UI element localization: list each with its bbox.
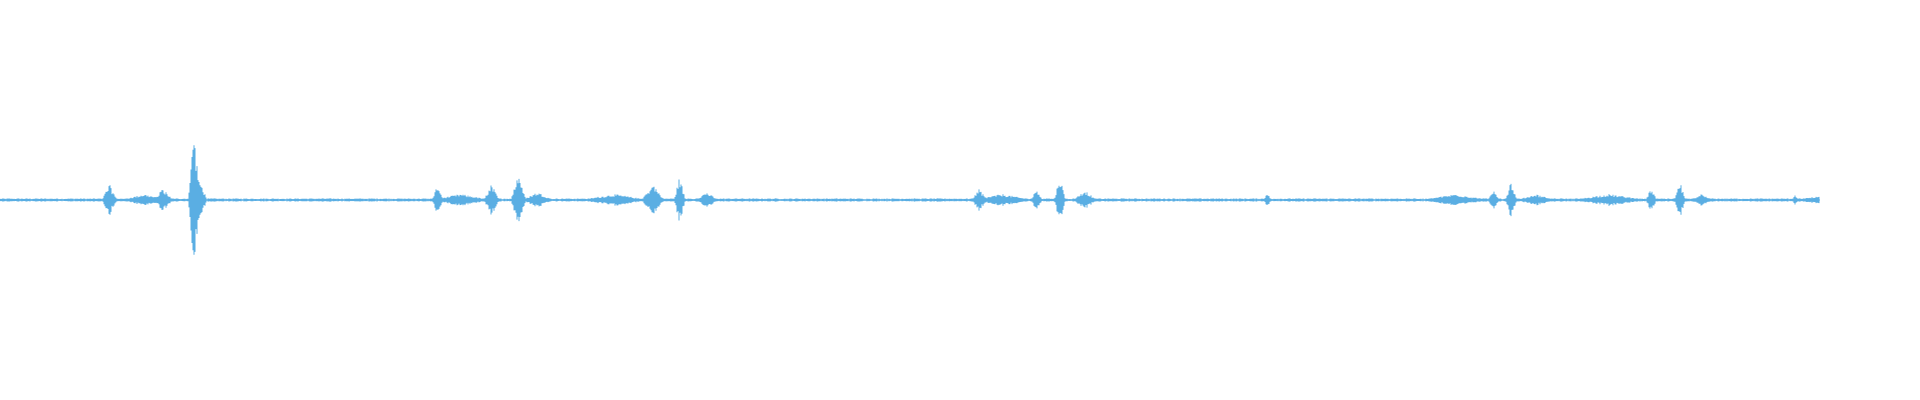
waveform-trace [0,145,1820,255]
